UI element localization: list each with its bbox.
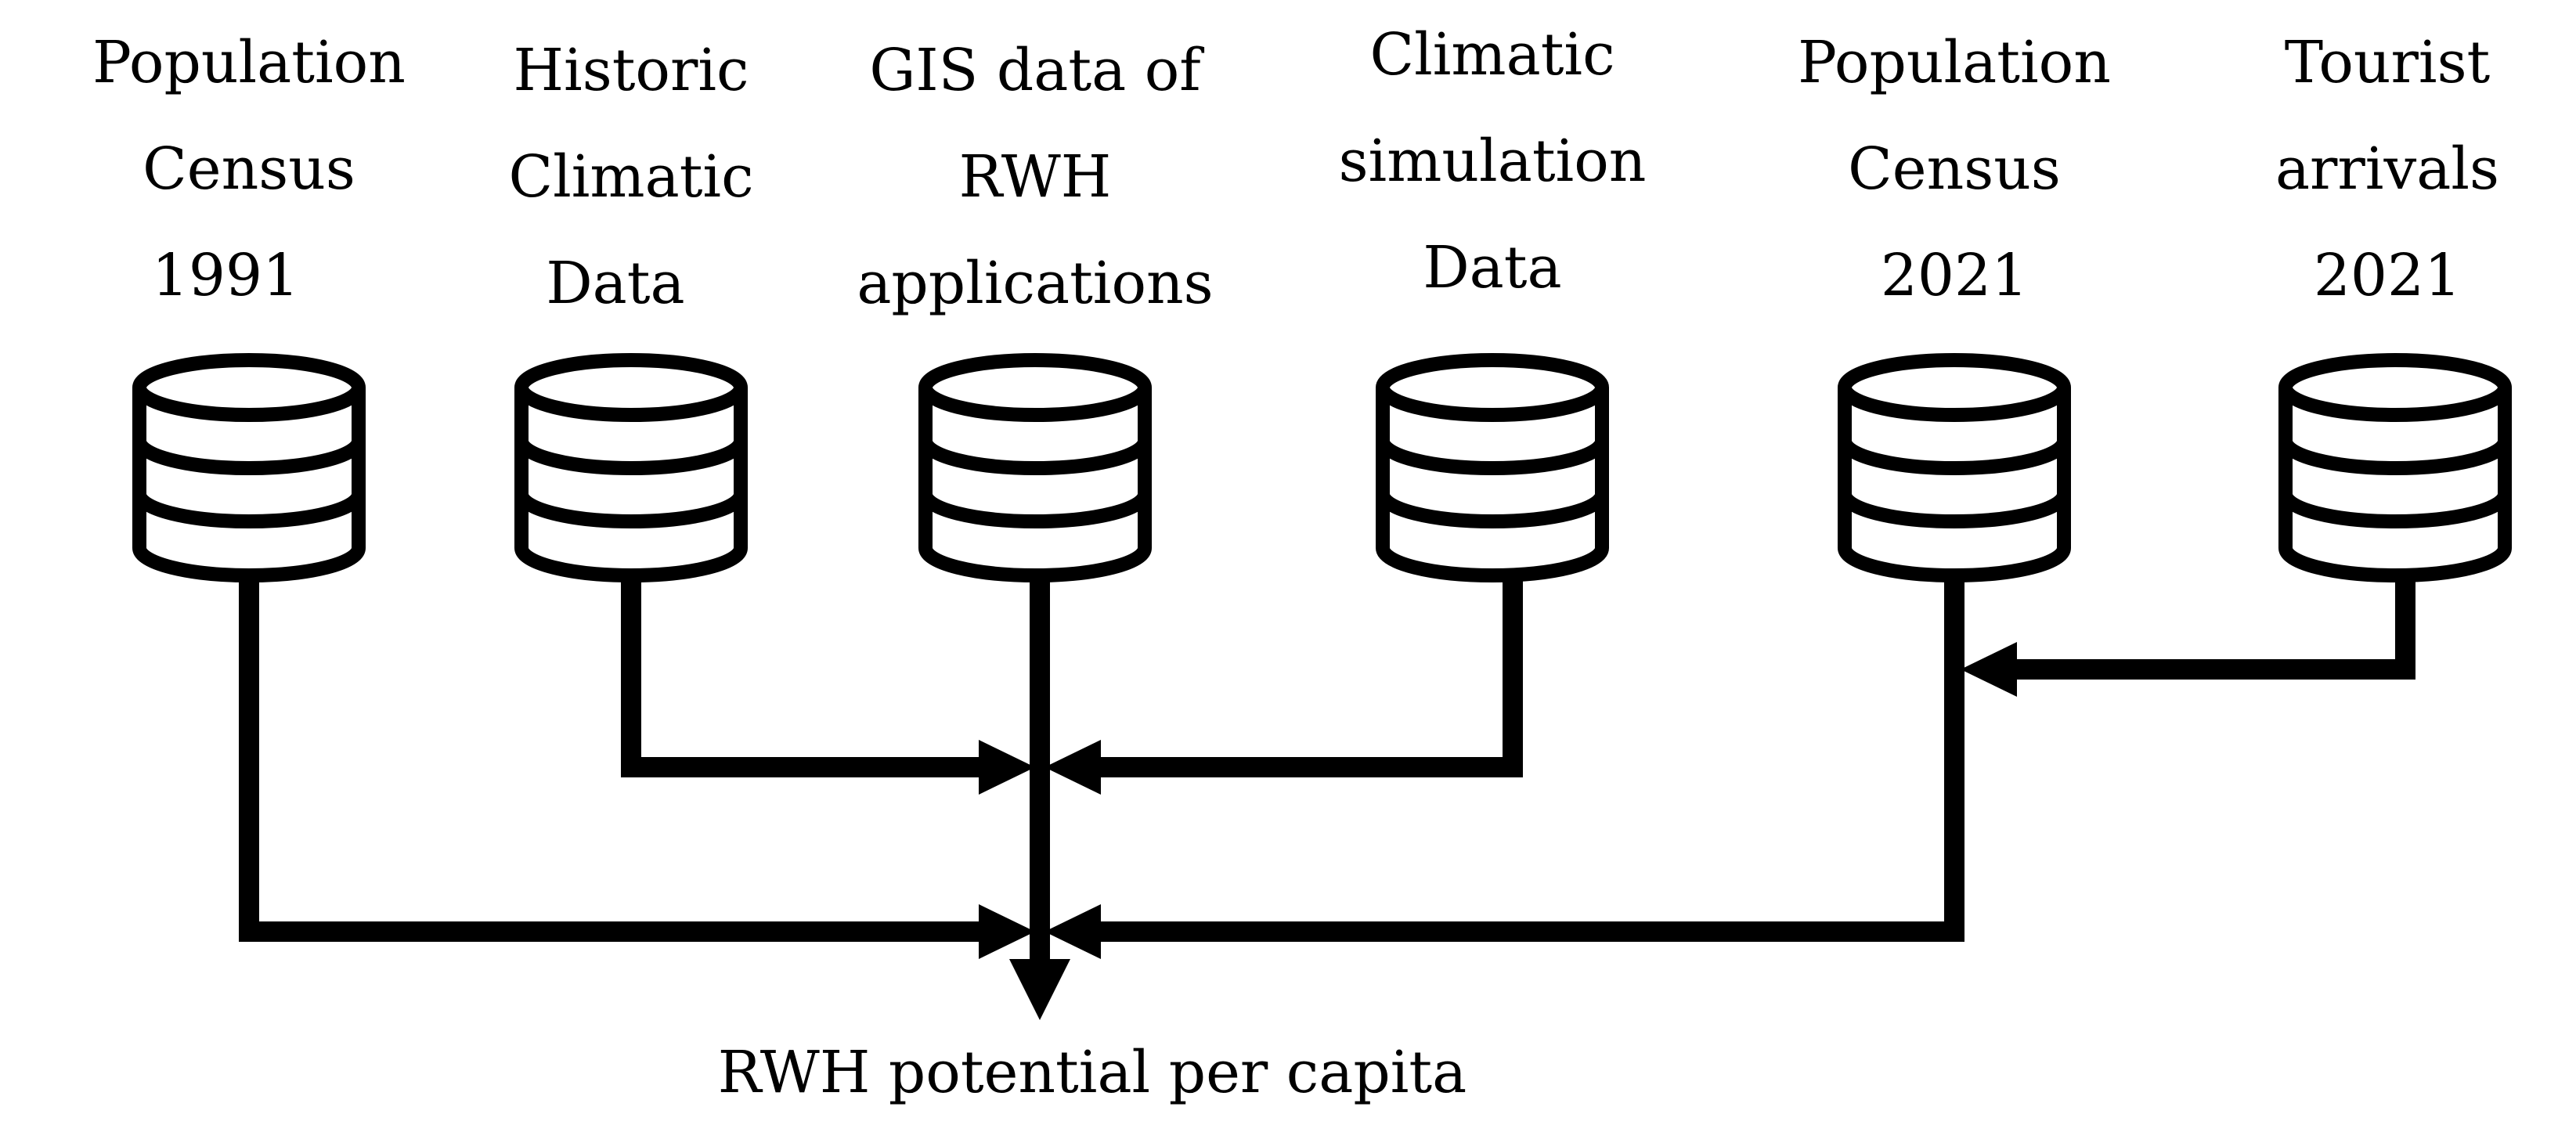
label-line: Historic [513, 37, 749, 104]
arrowhead-pop1991 [979, 904, 1035, 959]
connector-pop1991 [239, 579, 979, 942]
arrowhead-tourist [1961, 642, 2017, 697]
label-line: Data [1423, 234, 1562, 301]
connector-pop2021 [1096, 579, 1964, 942]
label-line: 2021 [2313, 242, 2462, 309]
label-line: 2021 [1880, 242, 2029, 309]
label-line: Data [546, 250, 685, 317]
label-line: Climatic [1369, 21, 1615, 88]
label-line: Climatic [508, 143, 754, 211]
arrowhead-pop2021 [1044, 904, 1101, 959]
database-icon-pop2021 [1845, 360, 2064, 575]
label-line: Census [1848, 135, 2061, 203]
source-label-gis: GIS data of RWH applications [847, 17, 1223, 337]
label-line: Population [1798, 29, 2111, 96]
connector-simulation [1096, 579, 1523, 777]
label-line: GIS data of [869, 37, 1201, 104]
label-line: Population [92, 29, 406, 96]
database-icon-tourist [2286, 360, 2505, 575]
database-icon-historic [521, 360, 741, 575]
arrowhead-simulation [1044, 740, 1101, 795]
label-line: applications [857, 250, 1214, 317]
source-label-tourist: Tourist arrivals 2021 [2199, 9, 2575, 329]
label-line: arrivals [2275, 135, 2500, 203]
connector-historic [621, 579, 979, 777]
label-line: 1991 [151, 242, 300, 309]
database-icon-gis [925, 360, 1145, 575]
label-line: simulation [1338, 128, 1647, 195]
database-icon-pop1991 [139, 360, 359, 575]
database-icon-simulation [1383, 360, 1602, 575]
source-label-simulation: Climatic simulation Data [1304, 2, 1680, 321]
arrowhead-historic [979, 740, 1035, 795]
connector-tourist [2012, 579, 2415, 680]
source-label-pop1991: Population Census 1991 [61, 9, 437, 329]
source-label-historic: Historic Climatic Data [443, 17, 819, 337]
label-line: Tourist [2284, 29, 2491, 96]
label-line: Census [143, 135, 355, 203]
arrowhead-output [1009, 959, 1070, 1020]
label-line: RWH [958, 143, 1112, 211]
output-label: RWH potential per capita [717, 1039, 1467, 1106]
source-label-pop2021: Population Census 2021 [1766, 9, 2142, 329]
